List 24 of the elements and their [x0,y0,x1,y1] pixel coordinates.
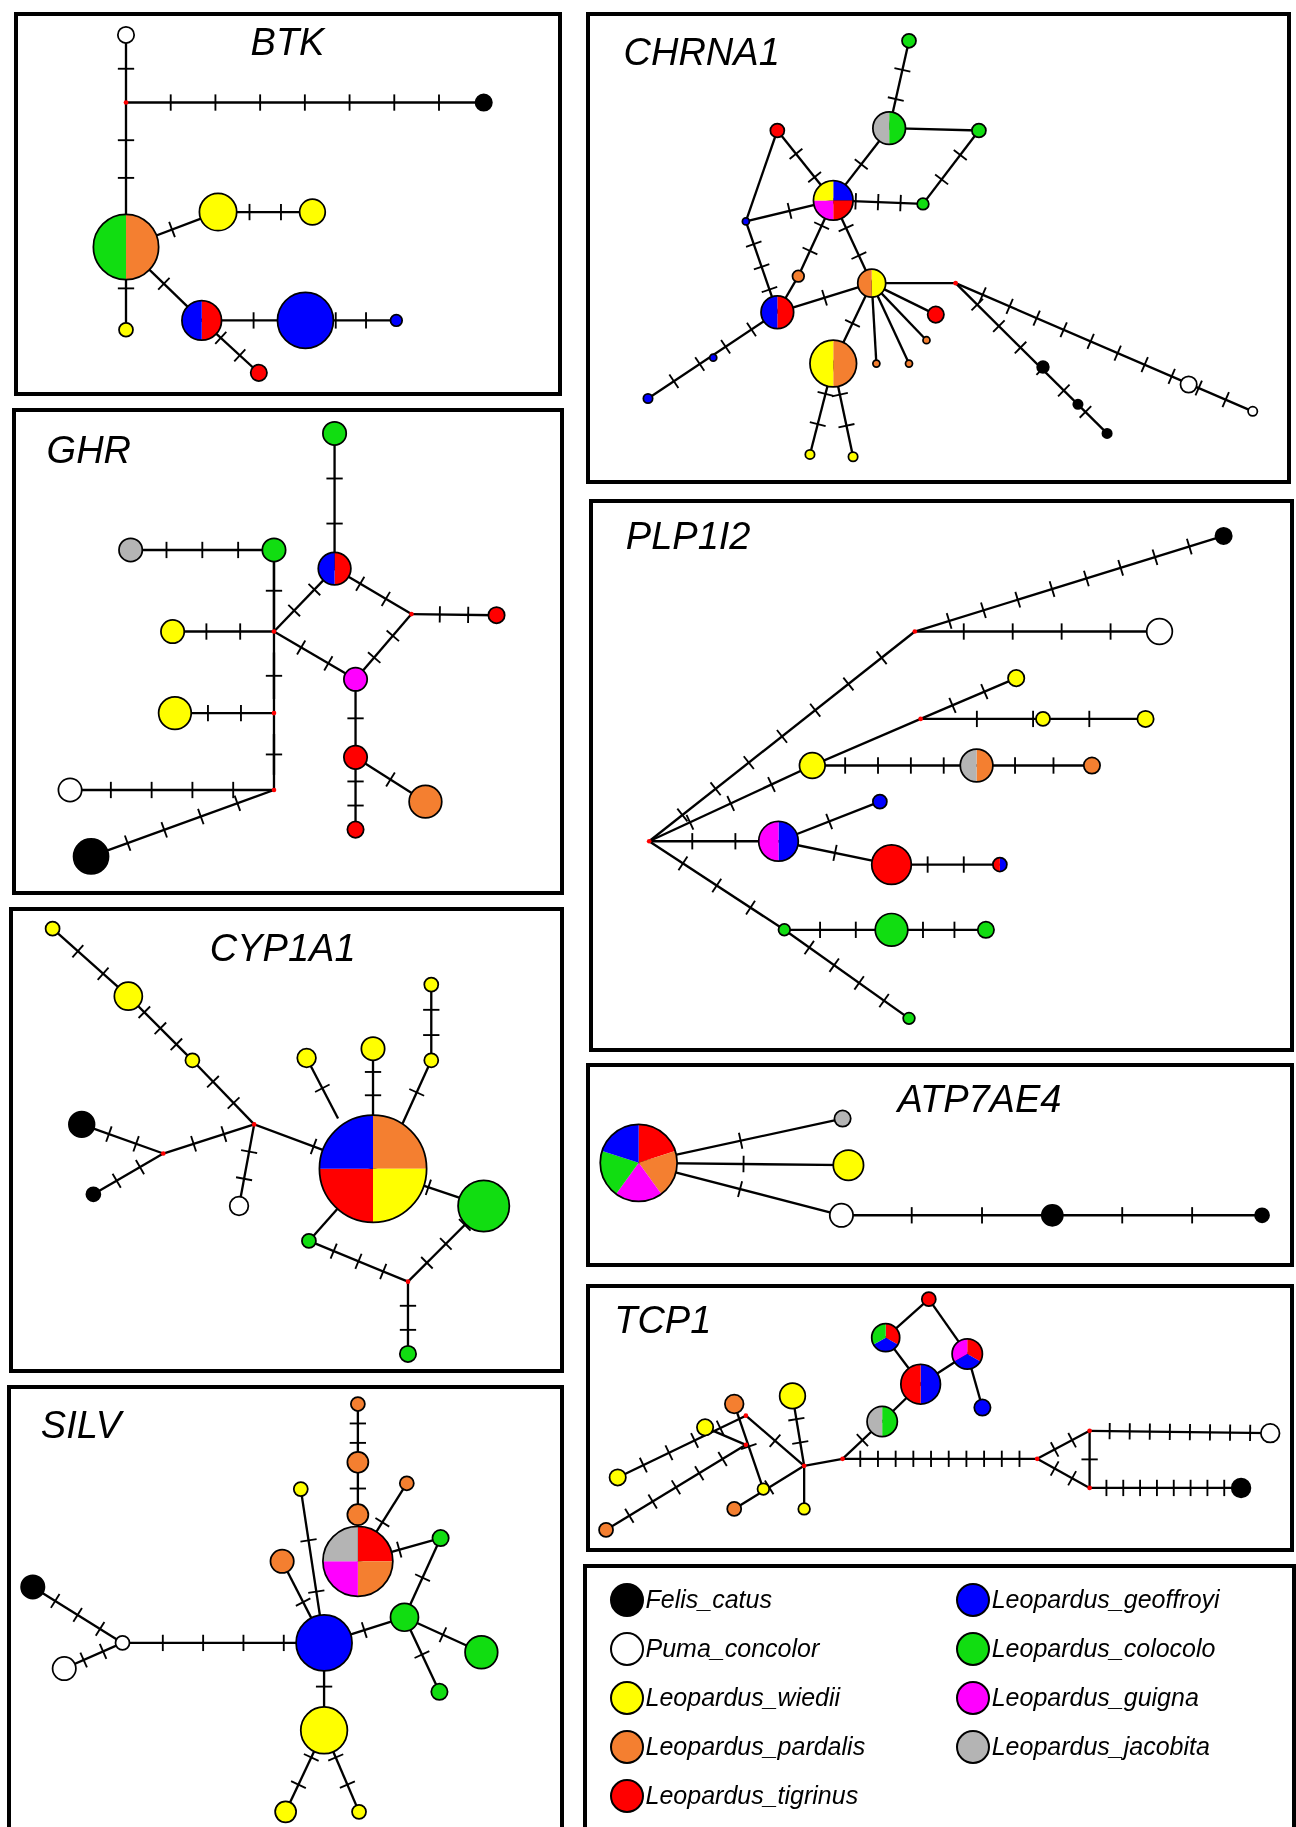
gene-title: ATP7AE4 [897,1078,1062,1122]
legend-label: Leopardus_tigrinus [645,1781,859,1810]
network-panel [586,11,1292,484]
gene-title: GHR [46,428,132,472]
gene-title: BTK [250,20,325,64]
legend-label: Puma_concolor [645,1634,820,1664]
network-panel [9,906,565,1373]
network-panel [7,1384,565,1827]
gene-title: PLP1I2 [625,515,751,559]
legend-label: Leopardus_wiedii [645,1683,841,1713]
network-panel [586,1062,1294,1267]
legend-label: Leopardus_guigna [991,1683,1199,1713]
legend-label: Leopardus_pardalis [645,1732,866,1762]
gene-title: SILV [40,1404,122,1448]
gene-title: TCP1 [614,1299,712,1343]
legend-label: Leopardus_jacobita [991,1732,1210,1762]
legend-label: Leopardus_geoffroyi [991,1585,1220,1615]
legend-label: Leopardus_colocolo [991,1634,1216,1664]
gene-title: CYP1A1 [209,926,356,970]
network-panel [11,407,565,896]
network-panel [14,11,562,397]
network-panel [588,498,1294,1053]
legend-label: Felis_catus [645,1585,772,1615]
gene-title: CHRNA1 [623,31,780,75]
